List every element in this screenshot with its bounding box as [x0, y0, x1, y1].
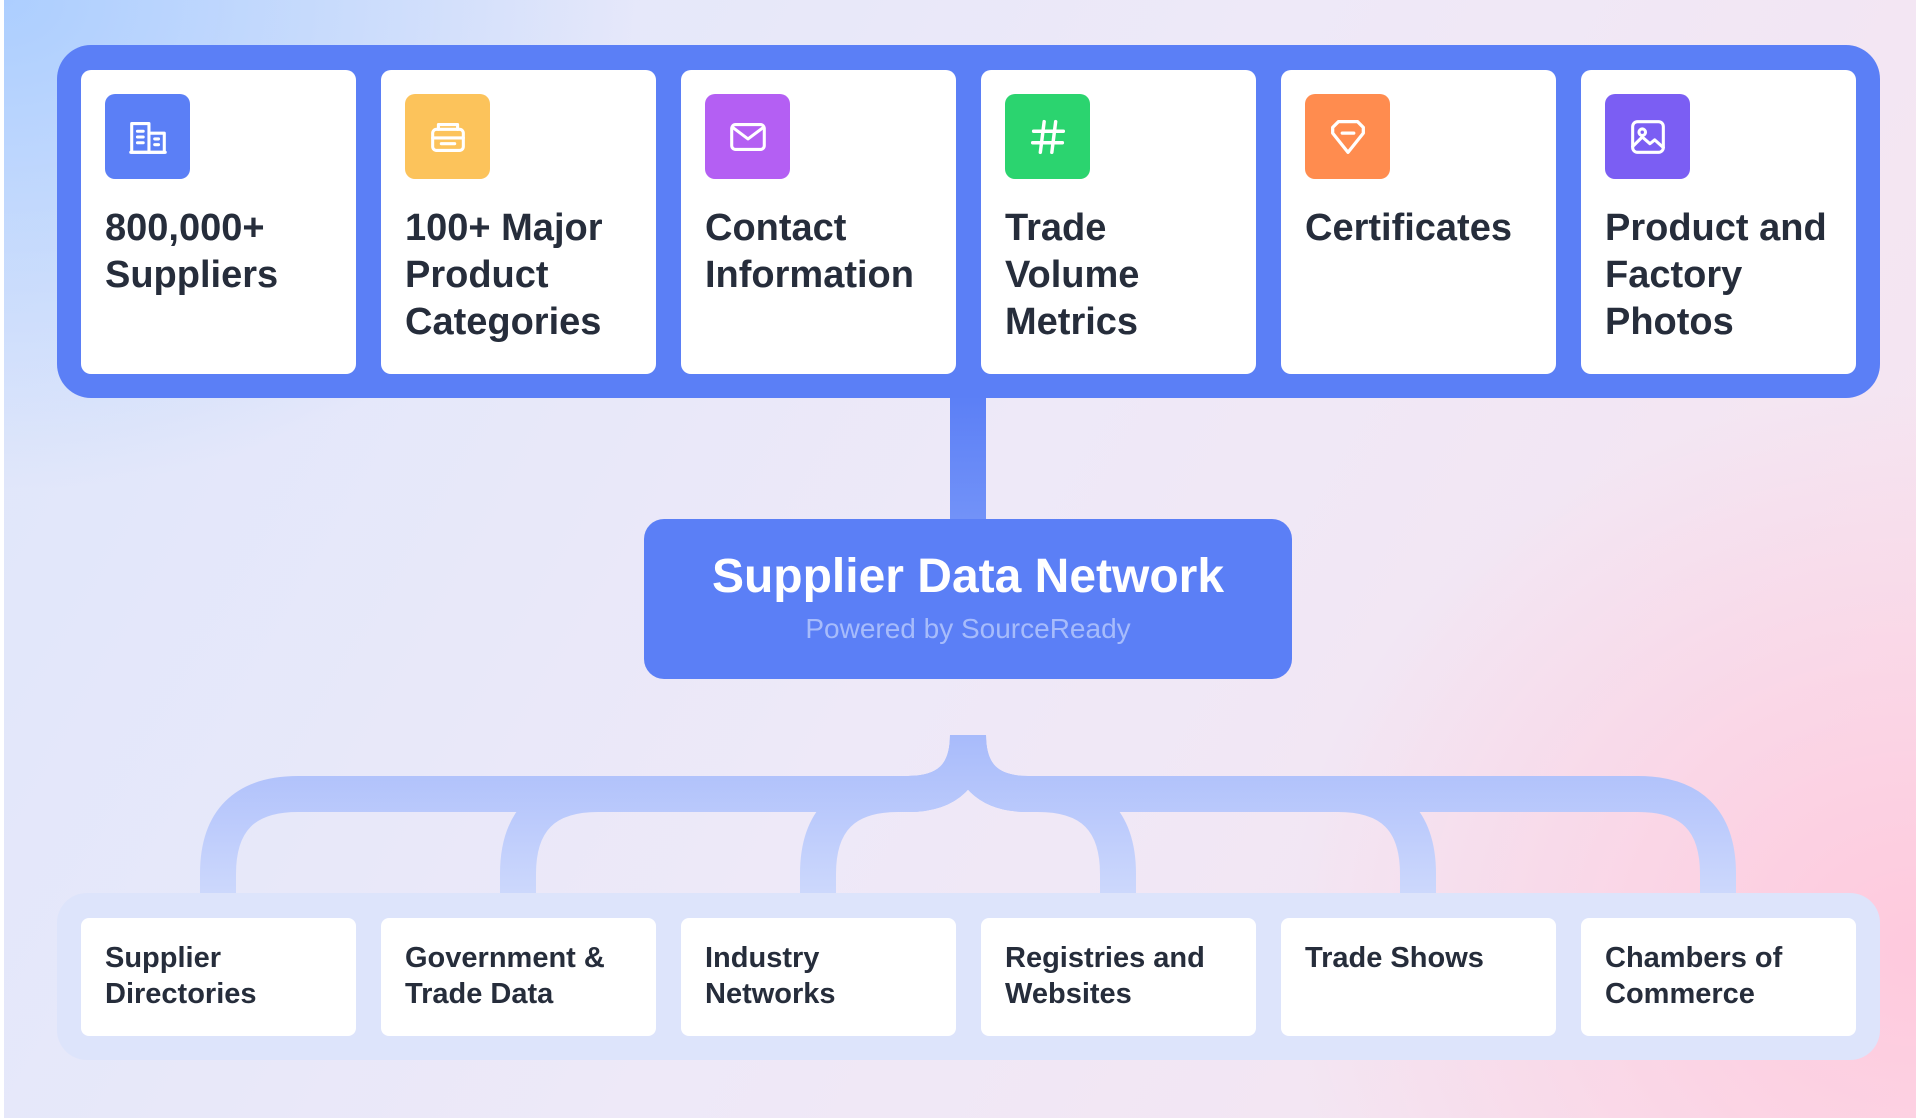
category-label: Trade Volume Metrics — [1005, 207, 1140, 343]
category-card: Contact Information — [681, 70, 956, 374]
category-card: Trade Volume Metrics — [981, 70, 1256, 374]
source-card: Industry Networks — [681, 918, 956, 1036]
source-label: Registries and Websites — [1005, 942, 1205, 1010]
data-categories-frame — [57, 45, 1880, 398]
source-card: Supplier Directories — [81, 918, 356, 1036]
source-card: Chambers of Commerce — [1581, 918, 1856, 1036]
category-label: Certificates — [1305, 207, 1512, 249]
branch-connector — [950, 734, 1736, 905]
hashtag-icon — [1005, 94, 1090, 179]
branch-connectors — [200, 675, 1736, 905]
branch-connector — [500, 734, 986, 905]
category-label: 800,000+ Suppliers — [105, 207, 279, 296]
source-card: Registries and Websites — [981, 918, 1256, 1036]
supplier-data-network-node: Supplier Data Network Powered by SourceR… — [644, 519, 1292, 679]
source-label: Chambers of Commerce — [1605, 942, 1783, 1010]
source-label: Government & Trade Data — [405, 942, 605, 1010]
source-label: Supplier Directories — [105, 942, 257, 1010]
branch-connector — [800, 734, 986, 905]
category-label: Product and Factory Photos — [1605, 207, 1827, 343]
category-label: 100+ Major Product Categories — [405, 207, 603, 343]
data-sources-frame — [57, 893, 1880, 1060]
category-card: 800,000+ Suppliers — [81, 70, 356, 374]
inbox-tray-icon — [405, 94, 490, 179]
category-card: Certificates — [1281, 70, 1556, 374]
source-label: Industry Networks — [705, 942, 836, 1010]
category-label: Contact Information — [705, 207, 914, 296]
connector-lines — [200, 395, 1736, 905]
category-card: Product and Factory Photos — [1581, 70, 1856, 374]
building-icon — [105, 94, 190, 179]
image-icon — [1605, 94, 1690, 179]
source-label: Trade Shows — [1305, 942, 1484, 974]
source-card: Government & Trade Data — [381, 918, 656, 1036]
badge-icon — [1305, 94, 1390, 179]
network-subtitle: Powered by SourceReady — [805, 613, 1131, 644]
network-title: Supplier Data Network — [711, 550, 1225, 603]
top-trunk — [950, 395, 986, 525]
envelope-icon — [705, 94, 790, 179]
category-card: 100+ Major Product Categories — [381, 70, 656, 374]
branch-connector — [950, 734, 1436, 905]
source-card: Trade Shows — [1281, 918, 1556, 1036]
